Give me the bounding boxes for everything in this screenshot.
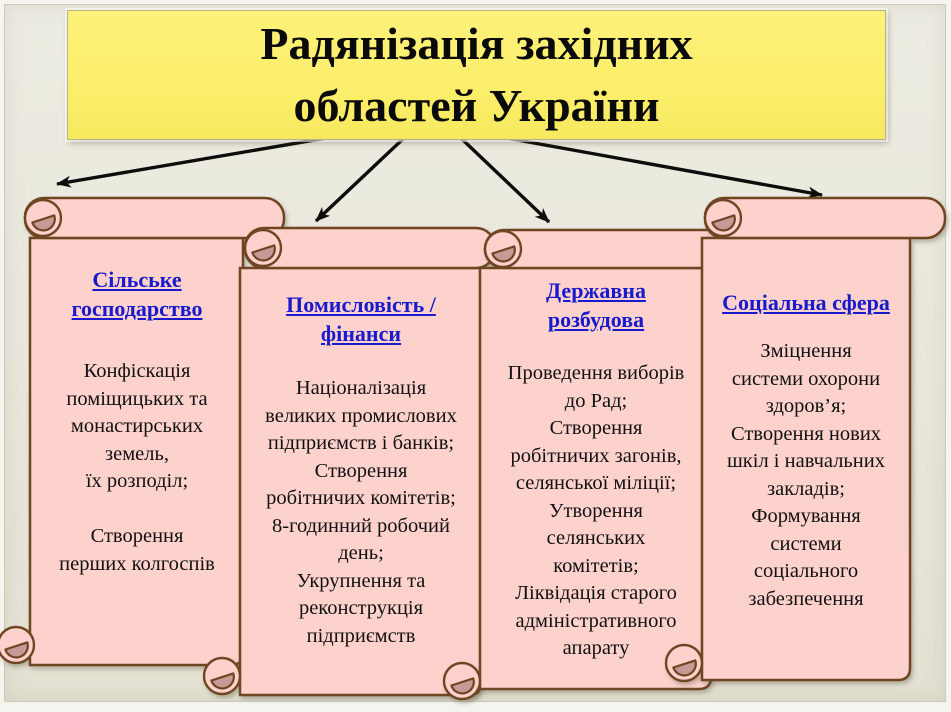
column-heading-social-sphere: Соціальна сфера (722, 290, 890, 315)
page-title: Радянізація західних областей України (260, 18, 693, 131)
scroll-social-sphere (664, 196, 947, 683)
scroll-curl-icon (483, 229, 523, 269)
scroll-curl-icon (23, 198, 63, 238)
column-body-social-sphere: Зміцнення системи охорони здоров’я; Ство… (727, 340, 885, 610)
scroll-curl-icon (202, 656, 242, 696)
scroll-curl-icon (703, 198, 743, 238)
column-body-agriculture: Конфіскація поміщицьких та монастирських… (59, 360, 215, 575)
column-heading-state-building: Державна розбудова (546, 278, 646, 332)
column-agriculture: Сільське господарство Конфіскація поміщи… (34, 265, 240, 578)
scroll-top-roll (23, 196, 286, 240)
column-body-state-building: Проведення виборів до Рад; Створення роб… (507, 362, 685, 659)
scroll-curl-icon (442, 661, 482, 701)
scroll-top-roll (483, 228, 739, 270)
title-box: Радянізація західних областей України (67, 10, 886, 140)
scroll-top-roll (243, 226, 497, 270)
column-state-building: Державна розбудова Проведення виборів до… (484, 276, 708, 663)
arrow-to-social-sphere (461, 128, 823, 199)
column-body-industry-finance: Націоналізація великих промислових підпр… (265, 377, 457, 647)
scroll-curl-icon (243, 228, 283, 268)
column-heading-industry-finance: Помисловість / фінанси (286, 292, 436, 346)
scroll-curl-icon (0, 625, 36, 665)
column-industry-finance: Помисловість / фінанси Націоналізація ве… (244, 290, 478, 650)
scroll-body (700, 236, 912, 682)
column-social-sphere: Соціальна сфера Зміцнення системи охорон… (706, 288, 906, 613)
column-heading-agriculture: Сільське господарство (71, 267, 203, 321)
